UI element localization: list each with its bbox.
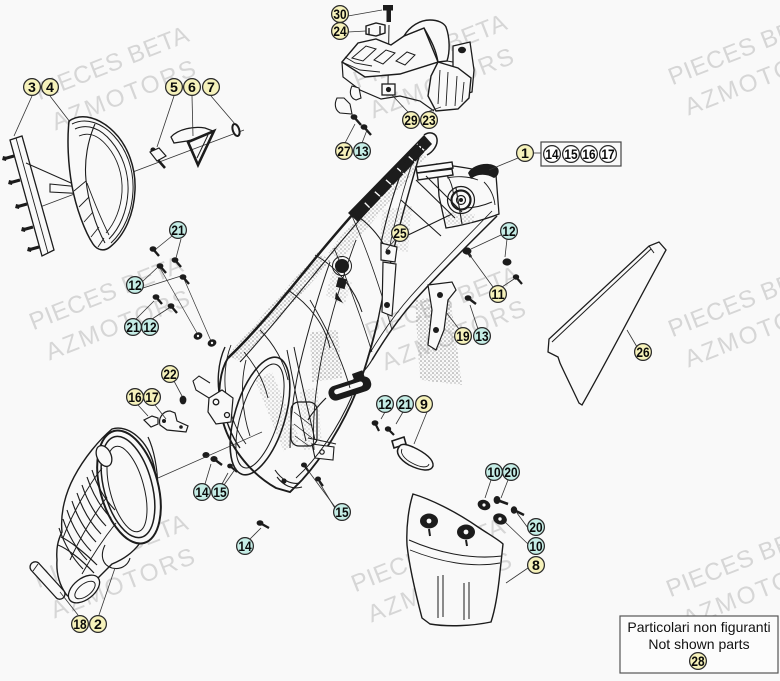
svg-text:12: 12 bbox=[143, 320, 156, 336]
svg-text:14: 14 bbox=[238, 539, 251, 555]
svg-text:5: 5 bbox=[170, 80, 178, 96]
svg-text:Particolari non figuranti: Particolari non figuranti bbox=[627, 619, 770, 635]
svg-text:17: 17 bbox=[601, 147, 614, 163]
svg-text:10: 10 bbox=[529, 539, 542, 555]
svg-text:8: 8 bbox=[532, 558, 540, 574]
svg-text:27: 27 bbox=[337, 144, 350, 160]
svg-text:13: 13 bbox=[475, 329, 488, 345]
svg-text:7: 7 bbox=[207, 80, 215, 96]
svg-text:20: 20 bbox=[529, 520, 542, 536]
svg-text:4: 4 bbox=[46, 80, 54, 96]
svg-text:12: 12 bbox=[128, 278, 141, 294]
svg-text:22: 22 bbox=[163, 367, 176, 383]
svg-text:15: 15 bbox=[564, 147, 577, 163]
svg-text:14: 14 bbox=[195, 485, 208, 501]
svg-text:21: 21 bbox=[398, 397, 411, 413]
svg-text:29: 29 bbox=[404, 113, 417, 129]
svg-text:1: 1 bbox=[521, 146, 529, 162]
svg-text:17: 17 bbox=[145, 390, 158, 406]
svg-text:30: 30 bbox=[333, 7, 346, 23]
svg-text:9: 9 bbox=[420, 397, 428, 413]
svg-text:Not shown parts: Not shown parts bbox=[648, 636, 749, 652]
svg-text:26: 26 bbox=[636, 345, 649, 361]
svg-text:24: 24 bbox=[333, 24, 346, 40]
svg-text:11: 11 bbox=[491, 287, 504, 303]
svg-text:28: 28 bbox=[691, 654, 704, 670]
svg-text:10: 10 bbox=[487, 465, 500, 481]
svg-text:15: 15 bbox=[213, 485, 226, 501]
svg-text:19: 19 bbox=[456, 329, 469, 345]
svg-text:13: 13 bbox=[355, 144, 368, 160]
svg-text:16: 16 bbox=[128, 390, 141, 406]
svg-text:21: 21 bbox=[126, 320, 139, 336]
svg-text:20: 20 bbox=[504, 465, 517, 481]
svg-text:12: 12 bbox=[502, 224, 515, 240]
svg-text:23: 23 bbox=[422, 113, 435, 129]
svg-text:12: 12 bbox=[378, 397, 391, 413]
svg-text:16: 16 bbox=[582, 147, 595, 163]
svg-text:18: 18 bbox=[73, 617, 86, 633]
svg-text:25: 25 bbox=[393, 226, 406, 242]
svg-text:3: 3 bbox=[28, 80, 36, 96]
svg-text:21: 21 bbox=[171, 223, 184, 239]
svg-text:2: 2 bbox=[94, 617, 102, 633]
svg-text:15: 15 bbox=[335, 505, 348, 521]
svg-text:6: 6 bbox=[188, 80, 196, 96]
svg-text:14: 14 bbox=[545, 147, 558, 163]
